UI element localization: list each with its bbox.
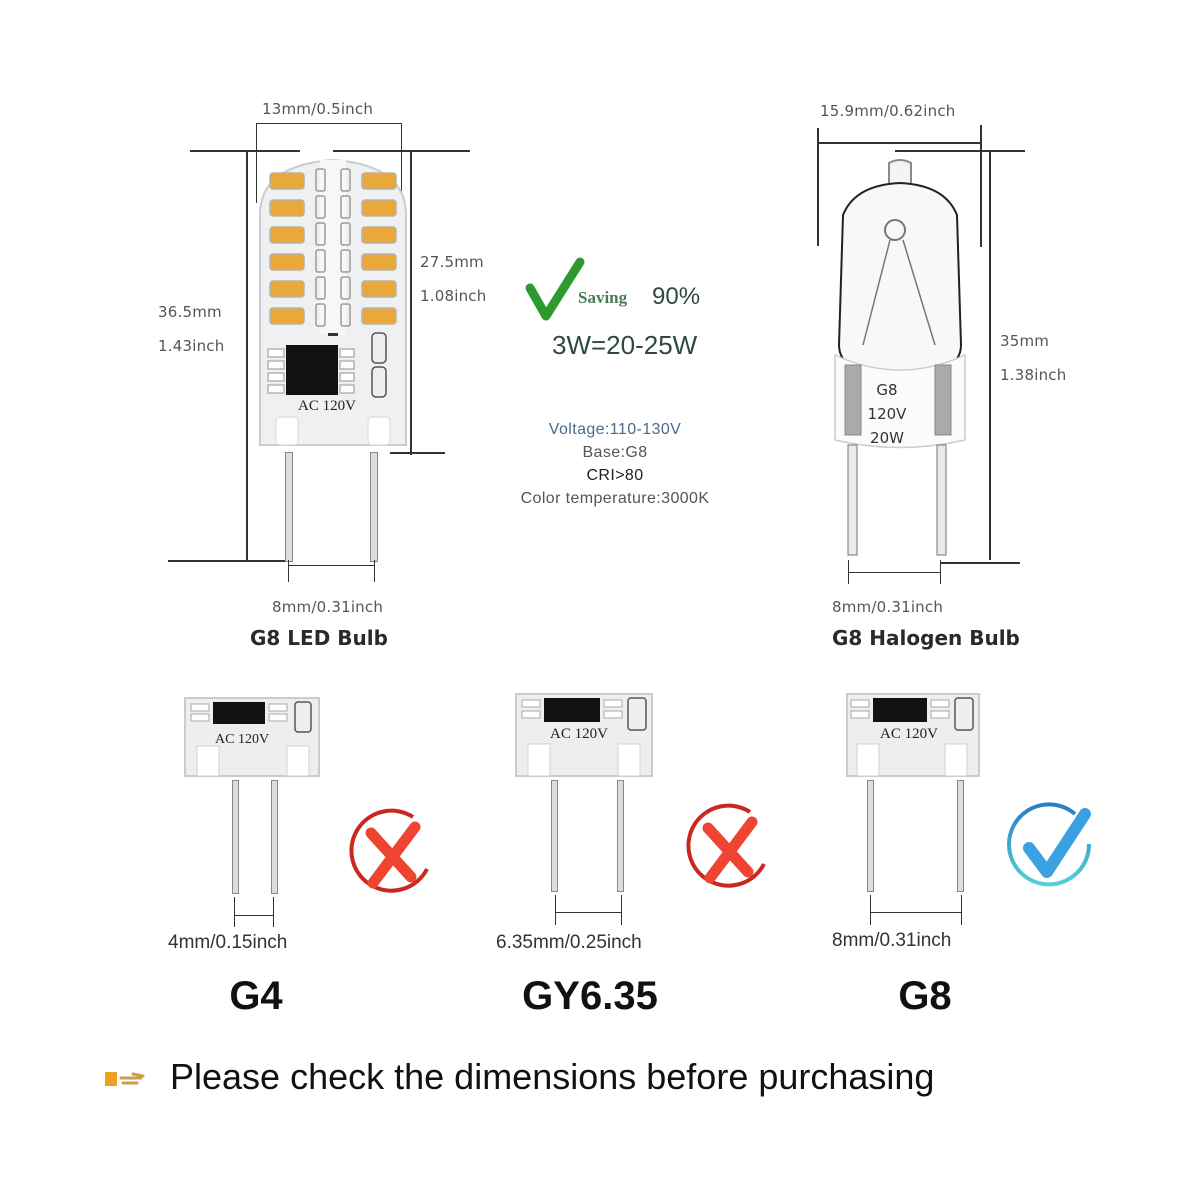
gy635-pin-right	[617, 780, 624, 892]
halogen-bottom-line	[940, 562, 1020, 564]
halogen-bulb-caption: G8 Halogen Bulb	[832, 626, 1020, 650]
led-body-height-line	[410, 150, 412, 455]
led-width-line	[256, 123, 402, 124]
halogen-label: G8 120V 20W	[857, 378, 917, 450]
led-total-height-line	[246, 150, 248, 562]
gy635-bulb-base	[515, 693, 653, 777]
halogen-pin-spacing-label: 8mm/0.31inch	[832, 598, 944, 616]
saving-equivalence: 3W=20-25W	[552, 330, 698, 360]
led-bulb-body	[259, 158, 407, 446]
spec-color-temperature: Color temperature:3000K	[520, 490, 710, 507]
halogen-width-line	[818, 142, 981, 144]
led-total-height-in: 1.43inch	[158, 337, 225, 355]
x-circle-icon	[349, 808, 429, 893]
halogen-label-voltage: 120V	[867, 405, 907, 423]
led-top-line-left	[190, 150, 300, 152]
led-pin-spacing-label: 8mm/0.31inch	[272, 598, 384, 616]
pointing-hand-icon	[105, 1072, 145, 1086]
specs-block: Voltage:110-130V Base:G8 CRI>80 Color te…	[480, 418, 750, 510]
led-chip-label: AC 120V	[298, 398, 356, 414]
led-bottom-line	[168, 560, 288, 562]
green-check-icon	[525, 257, 585, 321]
g4-pin-spacing: 4mm/0.15inch	[168, 932, 288, 953]
g4-pin-left	[232, 780, 239, 894]
g8-base-name: G8	[898, 974, 952, 1018]
halogen-bulb-body	[834, 159, 966, 556]
led-pin-left	[285, 452, 293, 562]
led-width-label: 13mm/0.5inch	[262, 100, 374, 118]
led-body-height-mm: 27.5mm	[420, 253, 484, 271]
gy635-base-name: GY6.35	[522, 974, 658, 1018]
led-total-height-mm: 36.5mm	[158, 303, 222, 321]
g8-pin-right	[957, 780, 964, 892]
spec-base: Base:G8	[582, 444, 648, 461]
halogen-height-line	[989, 150, 991, 560]
led-pin-right	[370, 452, 378, 562]
saving-percent: 90%	[652, 283, 701, 310]
led-pin-spacing-line	[288, 565, 374, 566]
halogen-label-watt: 20W	[870, 429, 904, 447]
spec-cri: CRI>80	[586, 467, 644, 484]
g4-base-name: G4	[229, 974, 283, 1018]
g8-pin-left	[867, 780, 874, 892]
g8-bulb-base	[846, 693, 980, 777]
halogen-top-line	[895, 150, 1025, 152]
spec-voltage: Voltage:110-130V	[548, 421, 682, 438]
gy635-pin-left	[551, 780, 558, 892]
footer-text: Please check the dimensions before purch…	[170, 1056, 935, 1097]
halogen-height-mm: 35mm	[1000, 332, 1050, 350]
led-body-bottom-line	[390, 452, 445, 454]
halogen-width-label: 15.9mm/0.62inch	[820, 102, 956, 120]
g4-bulb-base	[184, 697, 320, 777]
saving-word: Saving	[578, 288, 628, 307]
led-body-height-in: 1.08inch	[420, 287, 487, 305]
x-circle-icon	[686, 803, 766, 888]
led-top-line-right	[333, 150, 470, 152]
halogen-pin-spacing-line	[848, 572, 940, 573]
g8-pin-spacing: 8mm/0.31inch	[832, 930, 952, 951]
driver-chip	[286, 345, 338, 395]
check-circle-icon	[1007, 802, 1092, 887]
g8-chip-label: AC 120V	[880, 726, 938, 742]
led-width-tick-right	[401, 123, 402, 203]
g4-pin-right	[271, 780, 278, 894]
halogen-label-base: G8	[876, 381, 898, 399]
led-width-tick-left	[256, 123, 257, 203]
led-bulb-caption: G8 LED Bulb	[250, 626, 388, 650]
led-chips	[269, 172, 397, 325]
gy635-pin-spacing: 6.35mm/0.25inch	[496, 932, 642, 953]
g4-chip-label: AC 120V	[215, 732, 270, 747]
halogen-height-in: 1.38inch	[1000, 366, 1067, 384]
gy635-chip-label: AC 120V	[550, 726, 608, 742]
